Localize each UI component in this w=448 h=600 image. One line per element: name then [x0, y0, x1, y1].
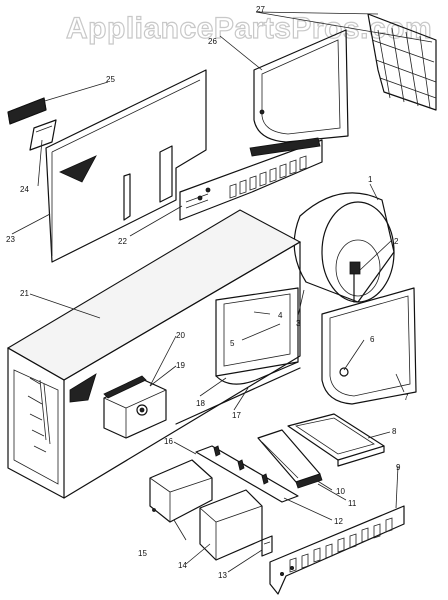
label-part-25: 25 — [106, 75, 115, 84]
label-part-4: 4 — [278, 311, 283, 320]
label-part-22: 22 — [118, 237, 127, 246]
inner-compartment — [175, 287, 301, 425]
channel-10 — [257, 429, 323, 489]
label-part-13: 13 — [218, 571, 227, 580]
label-part-16: 16 — [164, 437, 173, 446]
label-part-9: 9 — [396, 463, 401, 472]
bracket-25 — [7, 97, 47, 125]
tray-8 — [287, 413, 385, 467]
label-part-17: 17 — [232, 411, 241, 420]
label-part-24: 24 — [20, 185, 29, 194]
leader-lines — [11, 11, 433, 573]
side-panel-26 — [253, 29, 349, 143]
front-grille-9 — [269, 505, 405, 595]
door-panel-7 — [321, 287, 417, 405]
box-14 — [199, 489, 263, 561]
label-part-10: 10 — [336, 487, 345, 496]
label-part-26: 26 — [208, 37, 217, 46]
label-part-20: 20 — [176, 331, 185, 340]
bracket-15 — [149, 459, 213, 523]
side-panel-23 — [45, 69, 207, 263]
filter-frame-27 — [367, 13, 437, 111]
label-part-21: 21 — [20, 289, 29, 298]
label-part-11: 11 — [348, 499, 357, 508]
label-part-19: 19 — [176, 361, 185, 370]
label-part-15: 15 — [138, 549, 147, 558]
label-part-27: 27 — [256, 5, 265, 14]
label-part-6: 6 — [370, 335, 375, 344]
control-box-19 — [103, 375, 167, 439]
part-labels: 1 2 3 4 5 6 7 8 9 10 11 12 13 14 15 16 1… — [6, 5, 409, 580]
label-part-1: 1 — [368, 175, 373, 184]
clip-13 — [261, 535, 273, 557]
label-part-5: 5 — [230, 339, 235, 348]
label-part-7: 7 — [404, 393, 409, 402]
cabinet-21 — [6, 209, 302, 499]
label-part-14: 14 — [178, 561, 187, 570]
rail-16 — [195, 445, 299, 503]
blower-housing-1 — [293, 192, 395, 303]
bracket-24 — [29, 119, 57, 151]
label-part-2: 2 — [394, 237, 399, 246]
front-grille-22 — [179, 137, 323, 221]
label-part-12: 12 — [334, 517, 343, 526]
label-part-18: 18 — [196, 399, 205, 408]
label-part-23: 23 — [6, 235, 15, 244]
label-part-8: 8 — [392, 427, 397, 436]
label-part-3: 3 — [296, 319, 301, 328]
